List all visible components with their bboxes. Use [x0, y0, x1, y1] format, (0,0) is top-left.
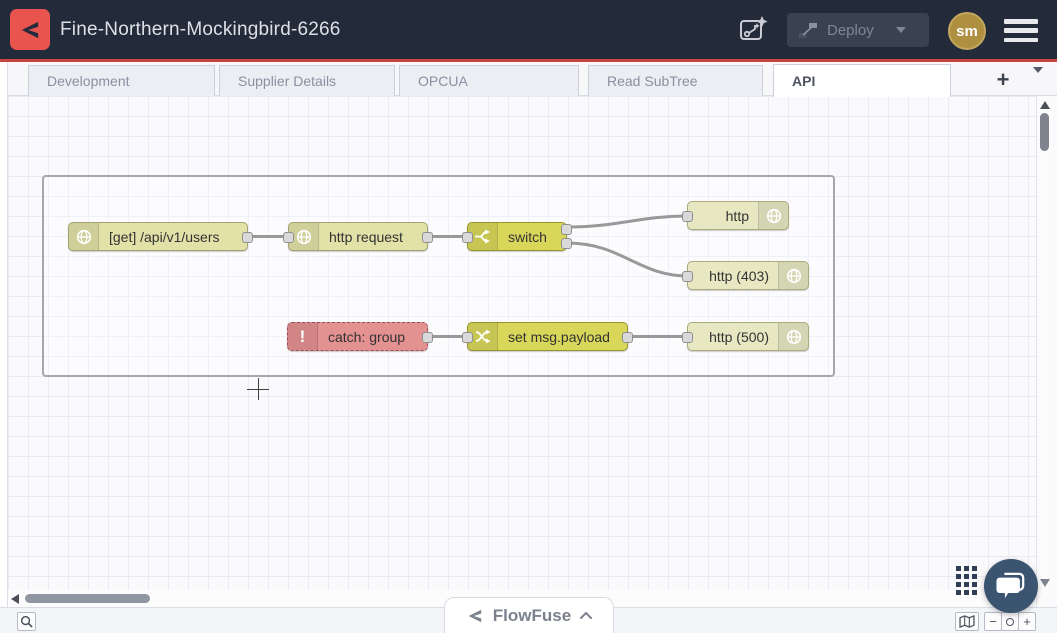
- flow-assistant-icon: [740, 16, 768, 40]
- output-port[interactable]: [422, 231, 433, 243]
- node-http-response-500[interactable]: http (500): [682, 322, 809, 351]
- node-catch[interactable]: ! catch: group: [287, 322, 433, 351]
- cursor-crosshair: [258, 378, 259, 400]
- node-label: switch: [508, 228, 547, 245]
- tab-label: OPCUA: [418, 73, 468, 89]
- tab-label: API: [792, 73, 816, 89]
- switch-fork-icon: [468, 223, 498, 250]
- flowfuse-footer-pill[interactable]: FlowFuse: [444, 597, 614, 633]
- node-label: [get] /api/v1/users: [109, 228, 220, 245]
- flow-assistant-button[interactable]: [735, 12, 771, 48]
- horizontal-scrollbar-thumb[interactable]: [25, 594, 150, 603]
- tab-label: Supplier Details: [238, 73, 337, 89]
- navigator-toggle-button[interactable]: [955, 612, 979, 631]
- input-port[interactable]: [462, 331, 473, 343]
- flow-tab-bar: Development Supplier Details OPCUA Read …: [8, 62, 1057, 97]
- zoom-reset-button[interactable]: [1001, 612, 1019, 631]
- input-port[interactable]: [682, 210, 693, 222]
- deploy-label: Deploy: [827, 21, 874, 39]
- search-icon: [20, 615, 33, 628]
- node-http-in[interactable]: [get] /api/v1/users: [68, 222, 253, 251]
- zoom-reset-icon: [1006, 617, 1014, 626]
- chevron-up-icon: [580, 611, 593, 619]
- node-label: http request: [329, 228, 403, 245]
- node-http-response[interactable]: http: [682, 201, 789, 230]
- node-http-request[interactable]: http request: [283, 222, 433, 251]
- tab-supplier-details[interactable]: Supplier Details: [219, 65, 395, 96]
- vertical-scrollbar[interactable]: [1036, 96, 1053, 607]
- node-label: http: [725, 207, 749, 224]
- node-label: set msg.payload: [508, 328, 610, 345]
- zoom-in-button[interactable]: +: [1018, 612, 1036, 631]
- input-port[interactable]: [462, 231, 473, 243]
- flowfuse-logo-mark: [21, 21, 39, 38]
- deploy-icon: [799, 22, 817, 38]
- shuffle-icon: [468, 323, 498, 350]
- tab-read-subtree[interactable]: Read SubTree: [588, 65, 763, 96]
- tab-api-active[interactable]: API: [773, 64, 951, 97]
- hamburger-icon: [1004, 19, 1038, 24]
- deploy-button[interactable]: Deploy: [787, 13, 929, 47]
- header-accent-line: [0, 59, 1057, 62]
- chat-bubbles-icon: [996, 572, 1025, 599]
- output-port-2[interactable]: [561, 238, 572, 249]
- output-port[interactable]: [622, 331, 633, 343]
- scroll-left-arrow-icon[interactable]: [11, 594, 19, 604]
- chevron-down-icon: [1033, 66, 1043, 88]
- output-port[interactable]: [242, 231, 253, 243]
- zoom-out-button[interactable]: −: [984, 612, 1002, 631]
- scroll-down-arrow-icon[interactable]: [1040, 579, 1050, 587]
- vertical-scrollbar-thumb[interactable]: [1040, 113, 1049, 151]
- flow-canvas[interactable]: [8, 96, 1036, 590]
- node-label: http (500): [709, 328, 769, 345]
- input-port[interactable]: [682, 270, 693, 282]
- tab-list-dropdown-button[interactable]: [1024, 66, 1052, 94]
- main-menu-button[interactable]: [1003, 17, 1039, 44]
- node-label: catch: group: [328, 328, 406, 345]
- globe-icon: [758, 202, 788, 229]
- workspace-left-gutter: [0, 62, 8, 607]
- node-switch[interactable]: switch: [462, 222, 572, 251]
- output-port-1[interactable]: [561, 224, 572, 235]
- add-flow-button[interactable]: +: [988, 66, 1018, 94]
- globe-icon: [289, 223, 319, 250]
- node-change[interactable]: set msg.payload: [462, 322, 633, 351]
- chat-widget-button[interactable]: [984, 559, 1038, 613]
- tab-opcua[interactable]: OPCUA: [399, 65, 579, 96]
- instance-title: Fine-Northern-Mockingbird-6266: [60, 18, 341, 40]
- flowfuse-logo[interactable]: [10, 9, 50, 50]
- input-port[interactable]: [283, 231, 294, 243]
- node-http-response-403[interactable]: http (403): [682, 261, 809, 290]
- globe-icon: [778, 323, 808, 350]
- input-port[interactable]: [682, 331, 693, 343]
- globe-icon: [69, 223, 99, 250]
- flowfuse-gray-logo: [468, 609, 482, 622]
- output-port[interactable]: [422, 331, 433, 343]
- tab-label: Development: [47, 73, 130, 89]
- flowfuse-brand-label: FlowFuse: [492, 605, 572, 625]
- tab-label: Read SubTree: [607, 73, 698, 89]
- map-icon: [959, 615, 975, 628]
- avatar-initials: sm: [956, 22, 978, 40]
- search-button[interactable]: [17, 612, 36, 631]
- scroll-up-arrow-icon[interactable]: [1040, 101, 1050, 109]
- deploy-caret-icon[interactable]: [895, 27, 906, 33]
- exclamation-icon: !: [288, 323, 318, 350]
- globe-icon: [778, 262, 808, 289]
- node-label: http (403): [709, 267, 769, 284]
- tab-development[interactable]: Development: [28, 65, 215, 96]
- widget-drag-handle[interactable]: [956, 566, 978, 608]
- user-avatar[interactable]: sm: [948, 12, 986, 50]
- header-bar: Fine-Northern-Mockingbird-6266 Deploy sm: [0, 0, 1057, 59]
